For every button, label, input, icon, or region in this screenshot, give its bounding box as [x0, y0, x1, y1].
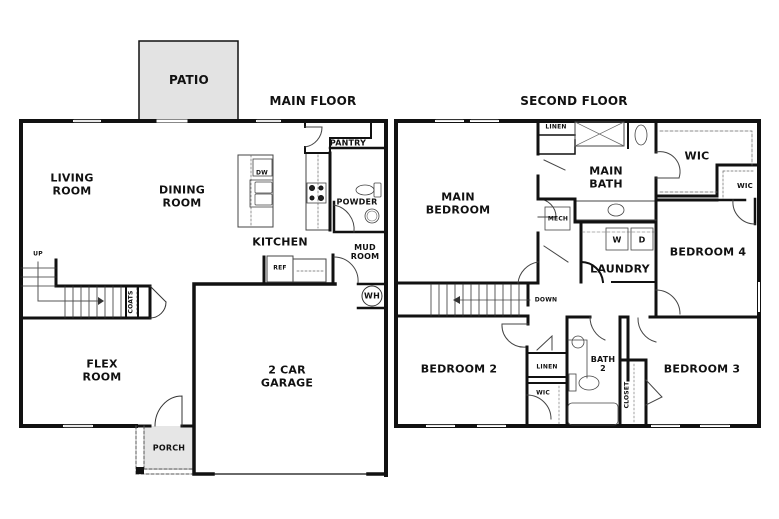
label-stair-down: DOWN: [534, 296, 558, 304]
room-porch: PORCH: [152, 443, 186, 453]
kitchen-island: [237, 154, 274, 228]
room-mech: MECH: [547, 215, 569, 223]
room-wic-bedroom-2: WIC: [536, 389, 550, 397]
patio-area: [138, 40, 239, 122]
second-floor-title: SECOND FLOOR: [520, 94, 628, 109]
room-bedroom-2: BEDROOM 2: [420, 362, 498, 376]
room-wic-small: WIC: [736, 181, 754, 190]
closet-coats: COATS: [127, 290, 135, 314]
water-heater: [361, 285, 383, 307]
room-patio: PATIO: [169, 73, 209, 88]
room-bedroom-3: BEDROOM 3: [663, 362, 741, 376]
room-main-bedroom: MAIN BEDROOM: [425, 190, 491, 216]
dishwasher: [252, 158, 273, 177]
dryer: [630, 227, 654, 251]
room-wic-main: WIC: [684, 149, 710, 163]
room-dining: DINING ROOM: [159, 183, 205, 209]
label-water-heater: WH: [364, 291, 380, 301]
washer: [605, 227, 629, 251]
room-living: LIVING ROOM: [50, 171, 94, 197]
main-exterior-wall: [19, 119, 388, 477]
closet-linen-top: LINEN: [545, 123, 567, 131]
room-mud: MUD ROOM: [350, 242, 380, 261]
main-floor-plan: [19, 40, 388, 477]
second-floor-plan: [394, 119, 761, 428]
label-washer: W: [612, 235, 622, 245]
label-refrigerator: REF: [273, 264, 287, 272]
room-garage: 2 CAR GARAGE: [260, 363, 314, 389]
label-dishwasher: DW: [256, 169, 268, 177]
room-main-bath: MAIN BATH: [589, 164, 623, 190]
closet-bedroom-3: CLOSET: [623, 381, 631, 409]
room-powder: POWDER: [336, 197, 378, 207]
room-flex: FLEX ROOM: [82, 357, 122, 383]
room-bath-2: BATH 2: [590, 354, 616, 373]
label-stair-up: UP: [33, 250, 43, 258]
range: [306, 182, 327, 204]
room-laundry: LAUNDRY: [590, 262, 650, 276]
room-pantry: PANTRY: [329, 138, 367, 148]
main-floor-title: MAIN FLOOR: [269, 94, 357, 109]
closet-linen-mid: LINEN: [536, 363, 558, 371]
room-bedroom-4: BEDROOM 4: [669, 245, 747, 259]
room-kitchen: KITCHEN: [252, 235, 308, 249]
label-dryer: D: [638, 235, 646, 245]
mech-unit: [544, 206, 571, 231]
porch-area: [144, 426, 194, 470]
second-exterior-wall: [394, 119, 761, 428]
